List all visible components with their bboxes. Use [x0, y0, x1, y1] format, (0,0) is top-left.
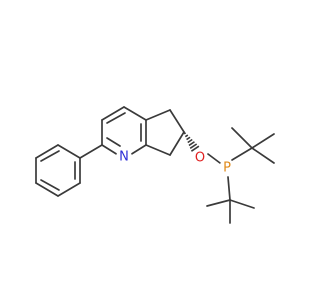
- bond-o-p: [207, 153, 221, 164]
- bond-phenyl-inner-2: [40, 179, 60, 191]
- bond-cyclopentane-3: [169, 131, 185, 156]
- nitrogen-atom-bg: [116, 149, 132, 165]
- bond-tbu1-me3: [251, 147, 275, 164]
- bond-phenyl-2: [35, 144, 59, 159]
- nitrogen-atom-label: N: [119, 150, 129, 165]
- bond-tbu2-me1: [206, 199, 231, 207]
- bond-tbu1-me1: [231, 127, 253, 149]
- oxygen-atom-bg: [192, 150, 208, 166]
- phosphorus-atom-label: P: [223, 161, 231, 176]
- bond-cyclopentane-2: [169, 109, 185, 133]
- bond-pyridine-5: [129, 144, 147, 156]
- structure-canvas: N O P: [35, 106, 275, 224]
- bond-pyridine-3: [123, 106, 147, 121]
- hashed-wedge-stroke: [187, 138, 193, 144]
- hashed-wedge-stroke: [186, 136, 191, 141]
- phosphorus-atom-bg: [219, 160, 235, 176]
- oxygen-atom-label: O: [195, 151, 205, 166]
- hashed-wedge-stroke: [189, 143, 198, 149]
- bond-p-tbu1: [231, 147, 253, 161]
- bond-cyclopentane-4: [145, 144, 171, 156]
- bond-phenyl-1: [57, 144, 81, 159]
- bond-phenyl-pyridine: [79, 144, 103, 159]
- hashed-wedge-stroke: [184, 134, 189, 138]
- bond-pyridine-6: [101, 144, 119, 156]
- bond-phenyl-4: [35, 182, 59, 197]
- hashed-wedge-stroke: [190, 145, 200, 152]
- bond-pyridine-inner-1: [106, 137, 121, 147]
- bond-tbu1-me2: [251, 133, 275, 149]
- molecule-structure: N O P: [35, 106, 275, 224]
- bond-pyridine-2: [101, 106, 125, 121]
- bond-pyridine-inner-2: [106, 112, 126, 124]
- bond-phenyl-inner-1: [40, 150, 60, 162]
- hashed-wedge-stroke: [183, 132, 187, 135]
- bond-layer: [35, 106, 275, 224]
- hashed-wedge-bond: [183, 132, 200, 152]
- hashed-wedge-stroke: [188, 141, 195, 147]
- bond-tbu2-me2: [229, 199, 255, 209]
- bond-phenyl-5: [57, 182, 81, 197]
- bond-p-tbu2: [227, 176, 231, 201]
- bond-cyclopentane-1: [145, 109, 171, 121]
- atom-layer: N O P: [116, 149, 235, 176]
